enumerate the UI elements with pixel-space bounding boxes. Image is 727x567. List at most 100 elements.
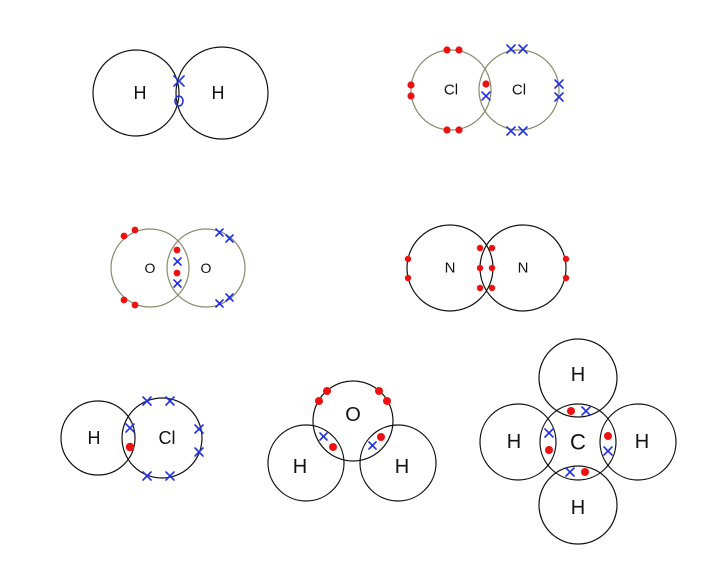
atom-label: Cl [159, 428, 176, 448]
atom-label: H [293, 456, 307, 478]
cross-electron [165, 471, 175, 481]
atom-label: H [571, 364, 585, 386]
cross-electron [554, 92, 564, 102]
dot-electron [383, 397, 391, 405]
atom-label: H [212, 83, 225, 103]
dot-electron [476, 284, 484, 292]
dot-electron [407, 81, 415, 89]
cross-electron [319, 432, 328, 441]
cross-electron [194, 424, 204, 434]
dot-electron [375, 387, 383, 395]
atom-label: H [507, 431, 521, 453]
h-shell-right [599, 403, 677, 481]
cross-electron [581, 406, 591, 416]
molecule-n2: N N [404, 224, 570, 312]
molecule-ch4: H H C H H [479, 338, 677, 545]
atom-label: Cl [444, 82, 458, 99]
h-shell-left [479, 403, 557, 481]
dot-electron [443, 46, 451, 54]
cross-electron [554, 79, 564, 89]
dot-electron [455, 126, 463, 134]
molecule-h2: H H [92, 46, 269, 140]
cross-electron [565, 467, 575, 477]
atom-label: O [345, 404, 361, 426]
cross-electron [544, 428, 554, 438]
atom-label: H [571, 497, 585, 519]
cross-electron [506, 44, 516, 54]
cross-electron [518, 44, 528, 54]
cross-electron [481, 91, 491, 101]
cross-electron [368, 441, 377, 450]
cross-electron [518, 126, 528, 136]
h-shell-top [538, 338, 618, 418]
dot-electron [567, 407, 575, 415]
dot-electron [488, 264, 496, 272]
dot-electron [131, 226, 139, 234]
molecule-h2o: O H H [267, 380, 437, 502]
atom-label: Cl [512, 82, 526, 99]
dot-electron [488, 244, 496, 252]
cross-electron [506, 126, 516, 136]
dot-electron [443, 126, 451, 134]
dot-electron [604, 432, 612, 440]
dot-electron [476, 244, 484, 252]
dot-electron [120, 232, 128, 240]
dot-electron [377, 433, 385, 441]
cross-electron [194, 447, 204, 457]
cross-electron [215, 228, 224, 237]
cross-electron [603, 446, 613, 456]
cross-electron [165, 396, 175, 406]
h-shell-left [92, 49, 180, 137]
cross-electron [225, 293, 234, 302]
h-shell-left [267, 424, 345, 502]
dot-electron [173, 246, 181, 254]
atom-label: O [145, 260, 156, 276]
cl-shell-right [478, 49, 560, 131]
dot-electron [581, 468, 589, 476]
molecule-o2: O O [110, 226, 246, 309]
h-shell-bottom [538, 465, 618, 545]
atom-label: H [88, 428, 101, 448]
atom-label: C [570, 430, 586, 455]
cross-electron [215, 299, 224, 308]
dot-electron [407, 92, 415, 100]
dot-electron [173, 269, 181, 277]
dot-electron [562, 255, 570, 263]
dot-electron [404, 274, 412, 282]
cross-electron [173, 75, 185, 87]
atom-label: H [395, 456, 409, 478]
dot-electron [404, 255, 412, 263]
dot-electron [125, 442, 135, 452]
o-shell [312, 380, 394, 462]
atom-label: H [635, 431, 649, 453]
c-shell [539, 403, 617, 481]
o-shell-right [166, 228, 246, 308]
ring-electron [174, 95, 184, 107]
h-shell-right [359, 424, 437, 502]
dot-electron [562, 274, 570, 282]
cross-electron [225, 234, 234, 243]
cl-shell-left [410, 49, 492, 131]
atom-label: N [445, 260, 456, 277]
dot-electron [545, 446, 553, 454]
dot-electron [488, 284, 496, 292]
cross-electron [142, 471, 152, 481]
dot-electron [482, 80, 490, 88]
atom-label: N [518, 260, 529, 277]
h-shell [60, 400, 136, 476]
dot-electron [329, 443, 337, 451]
molecule-hcl: H Cl [60, 396, 204, 481]
cross-electron [173, 257, 182, 266]
dot-electron [120, 296, 128, 304]
cross-electron [173, 279, 182, 288]
molecule-cl2: Cl Cl [407, 44, 564, 136]
atom-label: O [201, 260, 212, 276]
cross-electron [125, 423, 135, 433]
dot-electron [476, 264, 484, 272]
cl-shell [121, 397, 203, 479]
cross-electron [142, 396, 152, 406]
dot-electron [131, 301, 139, 309]
dot-electron [323, 387, 331, 395]
